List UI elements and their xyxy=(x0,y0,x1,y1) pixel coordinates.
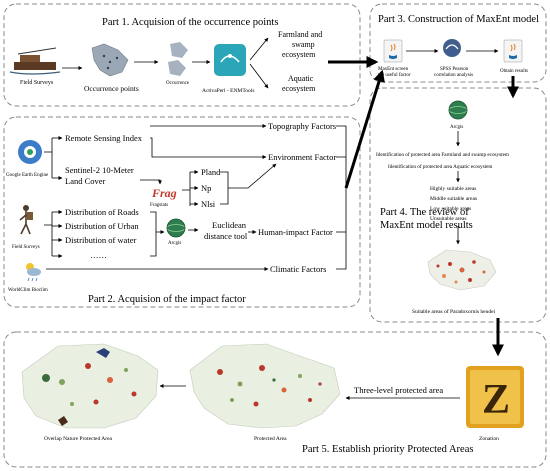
suitable-caption: Suitable areas of Paradoxornis heudei xyxy=(412,308,496,315)
environment-factor: Environment Factor xyxy=(268,152,336,162)
svg-text:Z: Z xyxy=(482,377,510,423)
protected-area-map-icon xyxy=(189,343,341,429)
part3-title: Part 3. Construction of MaxEnt model xyxy=(378,14,539,25)
ident-aquatic: Identification of protected area Aquatic… xyxy=(388,163,492,170)
remote-to-env-line xyxy=(150,137,267,159)
part4-panel xyxy=(369,87,547,323)
aquatic-ecosystem-l1: Aquatic xyxy=(288,74,314,83)
farmland-ecosystem-l2: swamp xyxy=(292,40,315,49)
part1-field-surveys: Field Surveys xyxy=(20,80,54,86)
remote-sensing-index: Remote Sensing Index xyxy=(65,133,143,143)
water-label: Distribution of water xyxy=(65,235,136,245)
landscape-to-env-line xyxy=(220,164,276,205)
protected-area-label: Protected Area xyxy=(254,436,287,442)
middle-suitable: Middle suitable areas xyxy=(430,196,477,202)
enmtools-icon xyxy=(214,44,246,76)
boat-icon xyxy=(9,47,61,75)
distributions-bracket xyxy=(150,211,164,257)
hiker-icon xyxy=(19,205,33,235)
part4-arcgis-label: Arcgis xyxy=(450,125,463,130)
fragstats-label: Fragstats xyxy=(150,203,168,208)
highly-suitable: Highly suitable areas xyxy=(430,186,476,192)
dots-label: …… xyxy=(90,250,107,260)
arcgis-globe-icon xyxy=(166,218,186,238)
maxent-l1: MaxEnt screen xyxy=(378,67,409,72)
part4-arcgis-icon xyxy=(448,100,468,120)
spss-l2: correlation analysis xyxy=(434,73,473,78)
pland-label: Pland xyxy=(201,167,221,177)
spss-icon xyxy=(443,39,461,57)
sentinel-l2: Land Cover xyxy=(65,176,106,186)
occurrence-points-label: Occurrence points xyxy=(84,84,139,93)
occurrence-maps-icon xyxy=(168,42,188,76)
weather-icon xyxy=(26,263,41,282)
fragstats-bracket xyxy=(182,172,191,206)
activaperl-label: ActivaPerl - ENMTools xyxy=(202,88,254,94)
zonation-icon: Z xyxy=(466,366,524,428)
unsuitable: Unsuitable areas xyxy=(430,216,467,222)
gear-globe-icon xyxy=(18,140,42,164)
human-impact-factor: Human-impact Factor xyxy=(258,227,333,237)
java-results-icon xyxy=(503,39,523,63)
part4-title-line1: Part 4. The review of xyxy=(380,207,469,218)
nlsi-label: Nlsi xyxy=(201,199,216,209)
zonation-label: Zonation xyxy=(479,436,499,442)
aquatic-ecosystem-l2: ecosystem xyxy=(282,84,316,93)
urban-label: Distribution of Urban xyxy=(65,221,139,231)
sentinel-l1: Sentinel-2 10-Meter xyxy=(65,165,134,175)
sentinel-to-fragstats-line xyxy=(140,179,162,185)
low-suitable: Low suitable areas xyxy=(430,206,471,212)
arrow-enm-to-farmland xyxy=(249,37,269,61)
roads-label: Distribution of Roads xyxy=(65,207,139,217)
obtain-results: Obtain results xyxy=(500,69,528,74)
part3-panel xyxy=(369,3,547,83)
fragstats-icon: Frag xyxy=(151,186,177,200)
euclidean-l1: Euclidean xyxy=(212,220,247,230)
ident-farmland: Identification of protected area Farmlan… xyxy=(376,151,509,158)
climatic-factors: Climatic Factors xyxy=(270,264,326,274)
svg-text:Frag: Frag xyxy=(151,186,177,200)
three-level-label: Three-level protected area xyxy=(354,385,443,395)
part2-field-surveys: Field Surveys xyxy=(12,245,40,250)
factor-collector xyxy=(336,125,347,270)
species-map-icon xyxy=(91,43,129,77)
hiker-bracket xyxy=(44,212,53,256)
euclidean-l2: distance tool xyxy=(204,231,248,241)
part4-title-line2: MaxEnt model results xyxy=(380,220,473,231)
part2-arcgis-label: Arcgis xyxy=(168,241,181,246)
worldclim-label: WorldClim Bioclim xyxy=(8,288,48,293)
occurrence-label: Occurrence xyxy=(166,81,190,86)
java-icon xyxy=(383,39,403,63)
farmland-ecosystem-l3: ecosystem xyxy=(282,50,316,59)
spss-l1: SPSS Pearson xyxy=(440,67,469,72)
arrow-factors-to-maxent xyxy=(344,69,385,189)
china-map-icon xyxy=(21,343,159,429)
overlap-label: Overlap Nature Protected Area xyxy=(44,436,113,442)
np-label: Np xyxy=(201,183,211,193)
part1-title: Part 1. Acquision of the occurrence poin… xyxy=(102,17,278,28)
part5-panel xyxy=(3,331,547,468)
maxent-l2: the useful factor xyxy=(378,73,411,78)
farmland-ecosystem-l1: Farmland and xyxy=(278,30,322,39)
suitability-map-icon xyxy=(427,249,497,291)
part2-panel xyxy=(3,116,361,308)
gee-bracket xyxy=(44,138,53,178)
google-earth-engine-label: Google Earth Engine xyxy=(6,173,49,178)
part2-title: Part 2. Acquision of the impact factor xyxy=(88,294,246,305)
part5-title: Part 5. Establish priority Protected Are… xyxy=(302,444,473,455)
arrow-enm-to-aquatic xyxy=(249,63,269,89)
topography-factors: Topography Factors xyxy=(268,121,336,131)
